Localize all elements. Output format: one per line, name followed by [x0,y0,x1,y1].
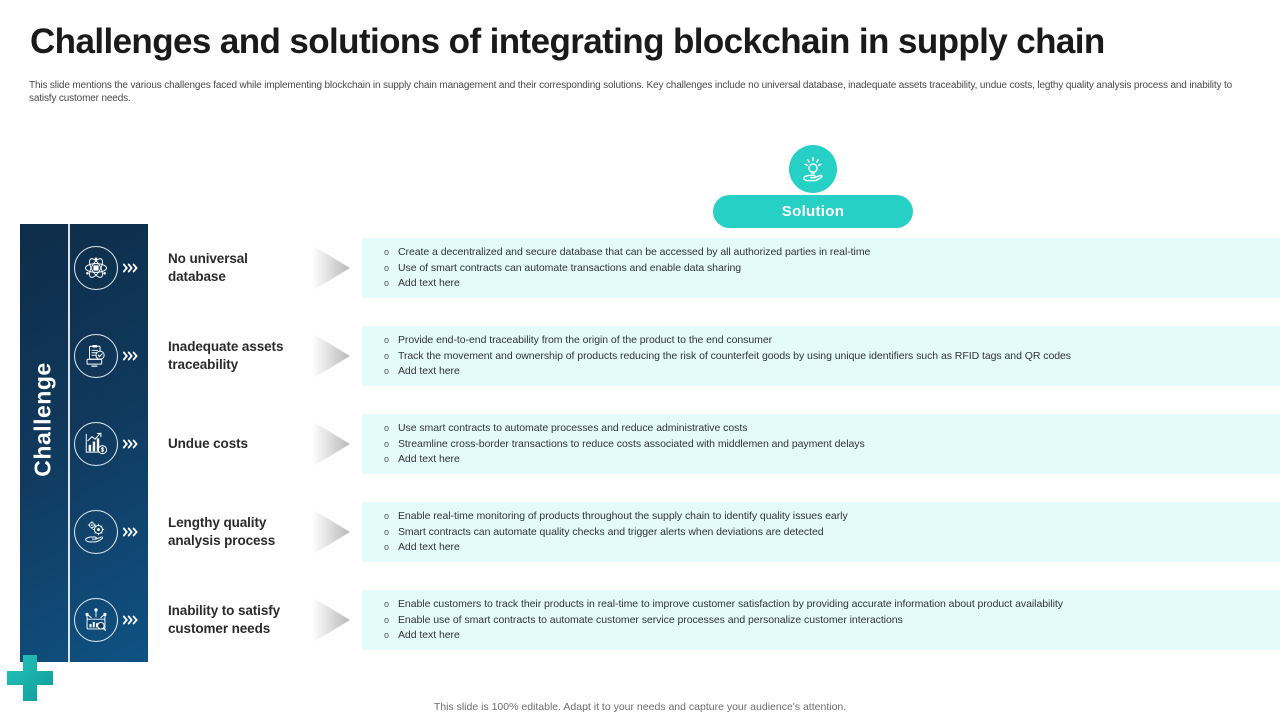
arrow-right-icon [310,595,352,645]
bullet-icon: o [384,526,389,537]
chevron-right-icon [122,526,138,538]
chevron-right-icon [122,614,138,626]
solution-text-placeholder[interactable]: Add text here [397,541,460,553]
bullet-icon: o [384,454,389,464]
bullet-icon: o [384,599,389,609]
solution-text: Streamline cross-border transactions to … [397,437,865,450]
challenge-title: No universal database [168,251,248,284]
clipboard-check-monitor-icon [74,334,118,378]
arrow-right-icon [310,243,352,293]
solution-text: Enable use of smart contracts to automat… [397,613,903,626]
bullet-icon: o [384,511,389,521]
challenge-icon-cell-1[interactable] [68,224,148,312]
solution-text: Use smart contracts to automate processe… [397,422,748,434]
table-row: Lengthy quality analysis process o Enabl… [148,488,1280,576]
list-item: o Enable use of smart contracts to autom… [384,613,1268,629]
solution-header: Solution [713,145,913,228]
bullet-icon: o [384,262,389,273]
list-item[interactable]: o Add text here [384,452,1268,468]
solution-box: o Use smart contracts to automate proces… [362,414,1280,474]
solution-text: Enable real-time monitoring of products … [397,510,848,522]
table-row: Undue costs o Use smart contracts to aut… [148,400,1280,488]
solution-text-placeholder[interactable]: Add text here [397,365,460,377]
challenge-icon-cell-5[interactable] [68,576,148,662]
chevron-right-icon [122,262,138,274]
solution-text: Smart contracts can automate quality che… [397,525,824,538]
chevron-right-icon [122,350,138,362]
solution-text-placeholder[interactable]: Add text here [397,277,460,289]
list-item: o Create a decentralized and secure data… [384,245,1268,261]
list-item: o Enable customers to track their produc… [384,597,1268,613]
page-title: Challenges and solutions of integrating … [30,22,1105,61]
list-item: o Use smart contracts to automate proces… [384,421,1268,437]
solution-text: Use of smart contracts can automate tran… [397,261,742,274]
list-item: o Streamline cross-border transactions t… [384,437,1268,453]
list-item[interactable]: o Add text here [384,540,1268,556]
solution-text: Create a decentralized and secure databa… [397,246,871,258]
hand-gears-icon [74,510,118,554]
bullet-icon: o [384,614,389,625]
bullet-icon: o [384,278,389,288]
table-row: No universal database o Create a decentr… [148,224,1280,312]
bullet-icon: o [384,542,389,552]
hand-lightbulb-icon [789,145,837,193]
bullet-icon: o [384,335,389,345]
solution-badge[interactable]: Solution [713,195,913,228]
chevron-right-icon [122,438,138,450]
challenge-icon-cell-2[interactable] [68,312,148,400]
list-item[interactable]: o Add text here [384,364,1268,380]
bullet-icon: o [384,350,389,361]
solution-box: o Create a decentralized and secure data… [362,238,1280,298]
table-row: Inability to satisfy customer needs o En… [148,576,1280,664]
solution-text-placeholder[interactable]: Add text here [397,453,460,465]
challenge-title: Inadequate assets traceability [168,339,284,372]
list-item[interactable]: o Add text here [384,628,1268,644]
plus-decoration-icon [7,655,53,706]
list-item: o Provide end-to-end traceability from t… [384,333,1268,349]
challenge-icon-cell-3[interactable] [68,400,148,488]
solution-text: Enable customers to track their products… [397,598,1063,610]
bullet-icon: o [384,366,389,376]
solution-box: o Provide end-to-end traceability from t… [362,326,1280,386]
atom-molecule-icon [74,246,118,290]
solution-text-placeholder[interactable]: Add text here [397,629,460,641]
solution-text: Provide end-to-end traceability from the… [397,334,773,346]
bullet-icon: o [384,438,389,449]
challenge-icon-cell-4[interactable] [68,488,148,576]
challenge-label: Challenge [29,362,56,477]
bar-chart-dollar-icon [74,422,118,466]
bullet-icon: o [384,630,389,640]
panel-divider [68,224,70,662]
solution-box: o Enable real-time monitoring of product… [362,502,1280,562]
solution-text: Track the movement and ownership of prod… [397,349,1072,362]
list-item: o Use of smart contracts can automate tr… [384,261,1268,277]
page-subtitle: This slide mentions the various challeng… [29,80,1232,104]
challenge-title: Undue costs [168,436,248,451]
bullet-icon: o [384,247,389,257]
network-analytics-search-icon [74,598,118,642]
arrow-right-icon [310,419,352,469]
table-row: Inadequate assets traceability o Provide… [148,312,1280,400]
arrow-right-icon [310,507,352,557]
list-item: o Track the movement and ownership of pr… [384,349,1268,365]
list-item: o Enable real-time monitoring of product… [384,509,1268,525]
footer-note: This slide is 100% editable. Adapt it to… [433,701,847,713]
bullet-icon: o [384,423,389,433]
arrow-right-icon [310,331,352,381]
solution-box: o Enable customers to track their produc… [362,590,1280,650]
challenge-panel: Challenge [20,224,148,662]
challenge-title: Lengthy quality analysis process [168,515,276,548]
challenge-icon-column [68,224,148,662]
list-item[interactable]: o Add text here [384,276,1268,292]
list-item: o Smart contracts can automate quality c… [384,525,1268,541]
challenge-title: Inability to satisfy customer needs [168,603,281,636]
